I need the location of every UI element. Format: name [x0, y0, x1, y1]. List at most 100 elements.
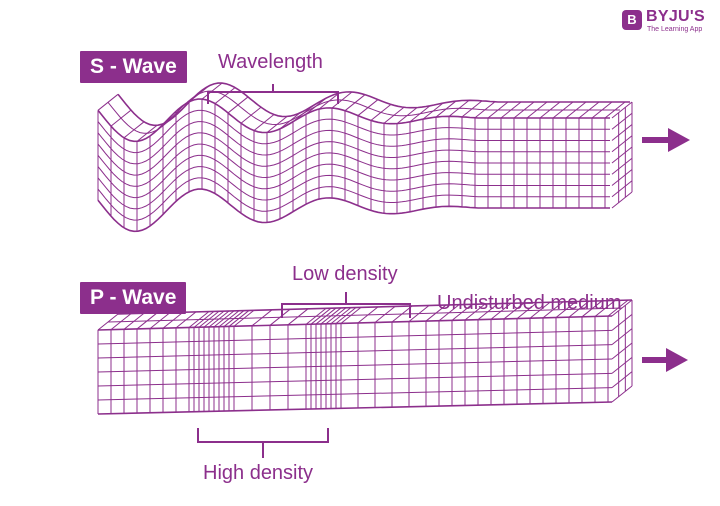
p-wave-top-face	[123, 312, 145, 330]
p-wave-top-face	[325, 307, 347, 325]
s-wave-top-face	[253, 114, 275, 131]
s-wave-top-face	[383, 106, 405, 124]
p-wave-top-face	[581, 300, 603, 318]
s-wave-top-face	[357, 99, 379, 116]
p-wave-top-face	[203, 310, 225, 328]
p-wave-grid-horizontal	[97, 329, 613, 345]
p-wave-top-face	[357, 306, 379, 324]
s-wave-top-face	[500, 101, 522, 119]
s-wave-top-face	[227, 96, 249, 114]
p-wave-grid-horizontal	[97, 344, 613, 359]
s-wave-top-face	[214, 87, 236, 104]
s-wave-top-face	[292, 105, 314, 123]
s-wave-grid-horizontal	[97, 166, 610, 210]
s-wave-grid-horizontal	[97, 109, 610, 154]
s-wave-end-face	[611, 146, 633, 164]
s-wave-top-face	[318, 92, 340, 110]
p-wave-top-face	[340, 306, 362, 324]
s-wave-title: S - Wave	[80, 51, 187, 83]
s-wave-top-face	[422, 102, 444, 120]
p-wave-top-face	[233, 309, 255, 327]
high-density-bracket	[197, 428, 329, 458]
p-wave-top-face	[490, 302, 512, 320]
s-wave-grid-horizontal	[97, 132, 610, 176]
p-wave-grid-horizontal	[97, 372, 613, 387]
s-wave-end-face	[611, 112, 633, 130]
s-wave-grid-horizontal	[97, 154, 610, 199]
p-wave-end-face	[611, 356, 633, 374]
p-wave-top-face	[208, 310, 230, 328]
byjus-b-logo-icon: B	[622, 10, 642, 30]
brand-name: BYJU'S	[646, 8, 705, 25]
s-wave-top-face	[331, 91, 353, 109]
s-wave-top-face	[149, 119, 171, 137]
high-density-label: High density	[203, 462, 314, 484]
s-wave-top-face	[396, 107, 418, 124]
s-wave-top-face	[188, 85, 210, 103]
p-wave-end-face	[611, 299, 633, 317]
p-wave-top-face	[374, 306, 396, 323]
p-wave-top-face	[251, 309, 273, 327]
p-wave-top-face	[330, 307, 352, 325]
p-wave-top-face	[335, 307, 357, 324]
p-wave-top-face	[542, 301, 564, 319]
s-wave-top-face	[526, 101, 548, 119]
p-wave-top-face	[175, 311, 197, 329]
p-wave-top-face	[269, 308, 291, 326]
s-wave-top-face	[240, 106, 262, 124]
s-wave-top-face	[539, 101, 561, 119]
p-wave-grid-horizontal	[97, 315, 613, 331]
s-wave-top-face	[604, 101, 626, 119]
p-wave-top-face	[529, 301, 551, 319]
s-wave-top-face	[175, 94, 197, 112]
p-wave-top-face	[213, 310, 235, 328]
p-wave-top-face	[198, 310, 220, 328]
p-wave-title: P - Wave	[80, 282, 187, 314]
s-wave-end-face	[611, 101, 633, 119]
s-wave-right-arrow-icon	[642, 128, 690, 152]
s-wave-top-face	[97, 93, 119, 111]
s-wave-grid-horizontal	[97, 177, 610, 221]
p-wave-top-face	[464, 303, 486, 321]
s-wave-top-face	[266, 116, 288, 133]
p-wave-top-face	[97, 313, 119, 331]
s-wave-top-face	[136, 124, 158, 142]
s-wave-top-face	[123, 121, 145, 139]
s-wave-top-face	[513, 101, 535, 119]
p-wave-grid-horizontal	[97, 401, 613, 415]
p-wave-top-face	[228, 310, 250, 327]
s-wave-top-face	[279, 112, 301, 130]
s-wave-top-face	[370, 103, 392, 121]
s-wave-top-face	[435, 100, 457, 118]
p-wave-end-face	[611, 385, 633, 403]
byjus-logo: B BYJU'S The Learning App	[622, 6, 714, 36]
p-wave-end-face	[611, 313, 633, 331]
wavelength-bracket	[207, 84, 339, 104]
p-wave-right-arrow-icon	[642, 348, 688, 372]
s-wave-top-face	[578, 101, 600, 119]
p-wave-top-face	[607, 299, 629, 317]
s-wave-top-face	[591, 101, 613, 119]
p-wave-grid-horizontal	[97, 387, 613, 401]
p-wave-top-face	[568, 300, 590, 318]
p-wave-top-face	[136, 312, 158, 330]
s-wave-grid-horizontal	[97, 188, 610, 233]
s-wave-end-face	[611, 124, 633, 141]
p-wave-top-face	[425, 304, 447, 322]
s-wave-top-face	[565, 101, 587, 119]
p-wave-top-face	[438, 304, 460, 322]
p-wave-top-face	[162, 311, 184, 329]
p-wave-top-face	[408, 305, 430, 322]
p-wave-top-face	[320, 307, 342, 325]
s-wave-end-face	[611, 180, 633, 198]
s-wave-top-face	[110, 109, 132, 127]
low-density-label: Low density	[292, 263, 398, 285]
p-wave-top-face	[503, 302, 525, 320]
low-density-bracket	[281, 292, 411, 318]
p-wave-block	[97, 299, 633, 415]
p-wave-top-face	[287, 308, 309, 326]
p-wave-top-face	[315, 307, 337, 325]
s-wave-end-face	[611, 191, 633, 209]
